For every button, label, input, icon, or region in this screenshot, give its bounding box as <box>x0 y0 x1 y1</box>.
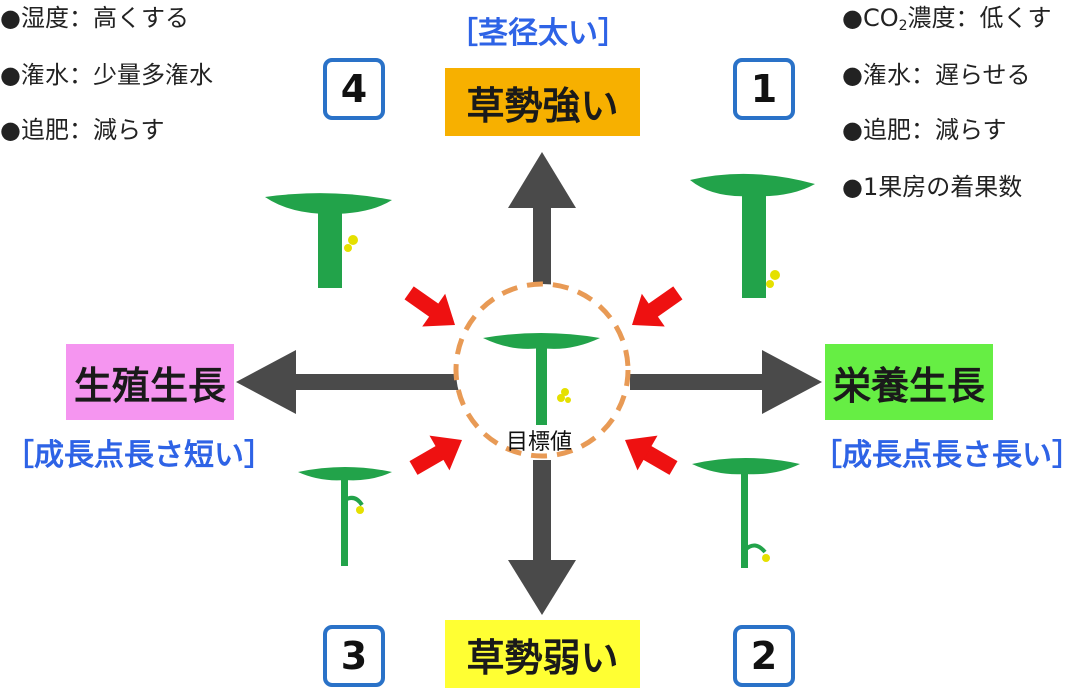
co2-suffix: 濃度：低くす <box>907 4 1052 32</box>
left-bracket-label: ［成長点長さ短い］ <box>4 438 274 473</box>
quadrant-4-box: 4 <box>323 58 385 120</box>
arrow-up-head <box>508 152 576 208</box>
target-value-label: 目標値 <box>506 430 573 455</box>
red-arrows <box>404 286 683 475</box>
red-arrow-top-right <box>632 286 683 327</box>
condition-tl-1: ●潅水：少量多潅水 <box>0 61 213 89</box>
plant-q4 <box>265 193 392 288</box>
left-growth-box: 生殖生長 <box>66 344 234 420</box>
quadrant-2-box: 2 <box>733 625 795 687</box>
arrow-right-head <box>762 350 822 414</box>
red-arrow-bottom-left <box>409 435 462 475</box>
red-arrow-bottom-right <box>625 435 678 475</box>
bottom-vigor-box: 草勢弱い <box>445 620 640 688</box>
condition-tr-0: ●潅水：遅らせる <box>842 61 1031 89</box>
condition-tr-2: ●1果房の着果数 <box>842 173 1023 201</box>
plant-q2 <box>692 458 800 568</box>
red-arrow-top-left <box>404 286 455 327</box>
plant-q1 <box>690 173 815 298</box>
plant-q3 <box>298 467 392 566</box>
co2-subscript: 2 <box>898 18 908 34</box>
condition-tr-1: ●追肥：減らす <box>842 116 1007 144</box>
condition-tl-2: ●追肥：減らす <box>0 116 165 144</box>
top-vigor-box: 草勢強い <box>445 68 640 136</box>
condition-tr-co2: ●CO2濃度：低くす <box>842 6 1052 33</box>
arrow-down-head <box>508 560 576 615</box>
right-growth-box: 栄養生長 <box>825 344 993 420</box>
arrow-left-head <box>236 350 296 414</box>
arrow-left-shaft <box>275 374 460 390</box>
quadrant-3-box: 3 <box>323 625 385 687</box>
co2-prefix: ●CO <box>842 4 899 32</box>
condition-tl-0: ●湿度：高くする <box>0 4 189 32</box>
right-bracket-label: ［成長点長さ長い］ <box>812 438 1082 473</box>
axis-arrows <box>236 152 822 615</box>
arrow-right-shaft <box>630 374 785 390</box>
top-bracket-label: ［茎径太い］ <box>448 16 628 51</box>
arrow-down-shaft <box>533 460 551 590</box>
quadrant-1-box: 1 <box>733 58 795 120</box>
center-plant <box>483 333 600 425</box>
